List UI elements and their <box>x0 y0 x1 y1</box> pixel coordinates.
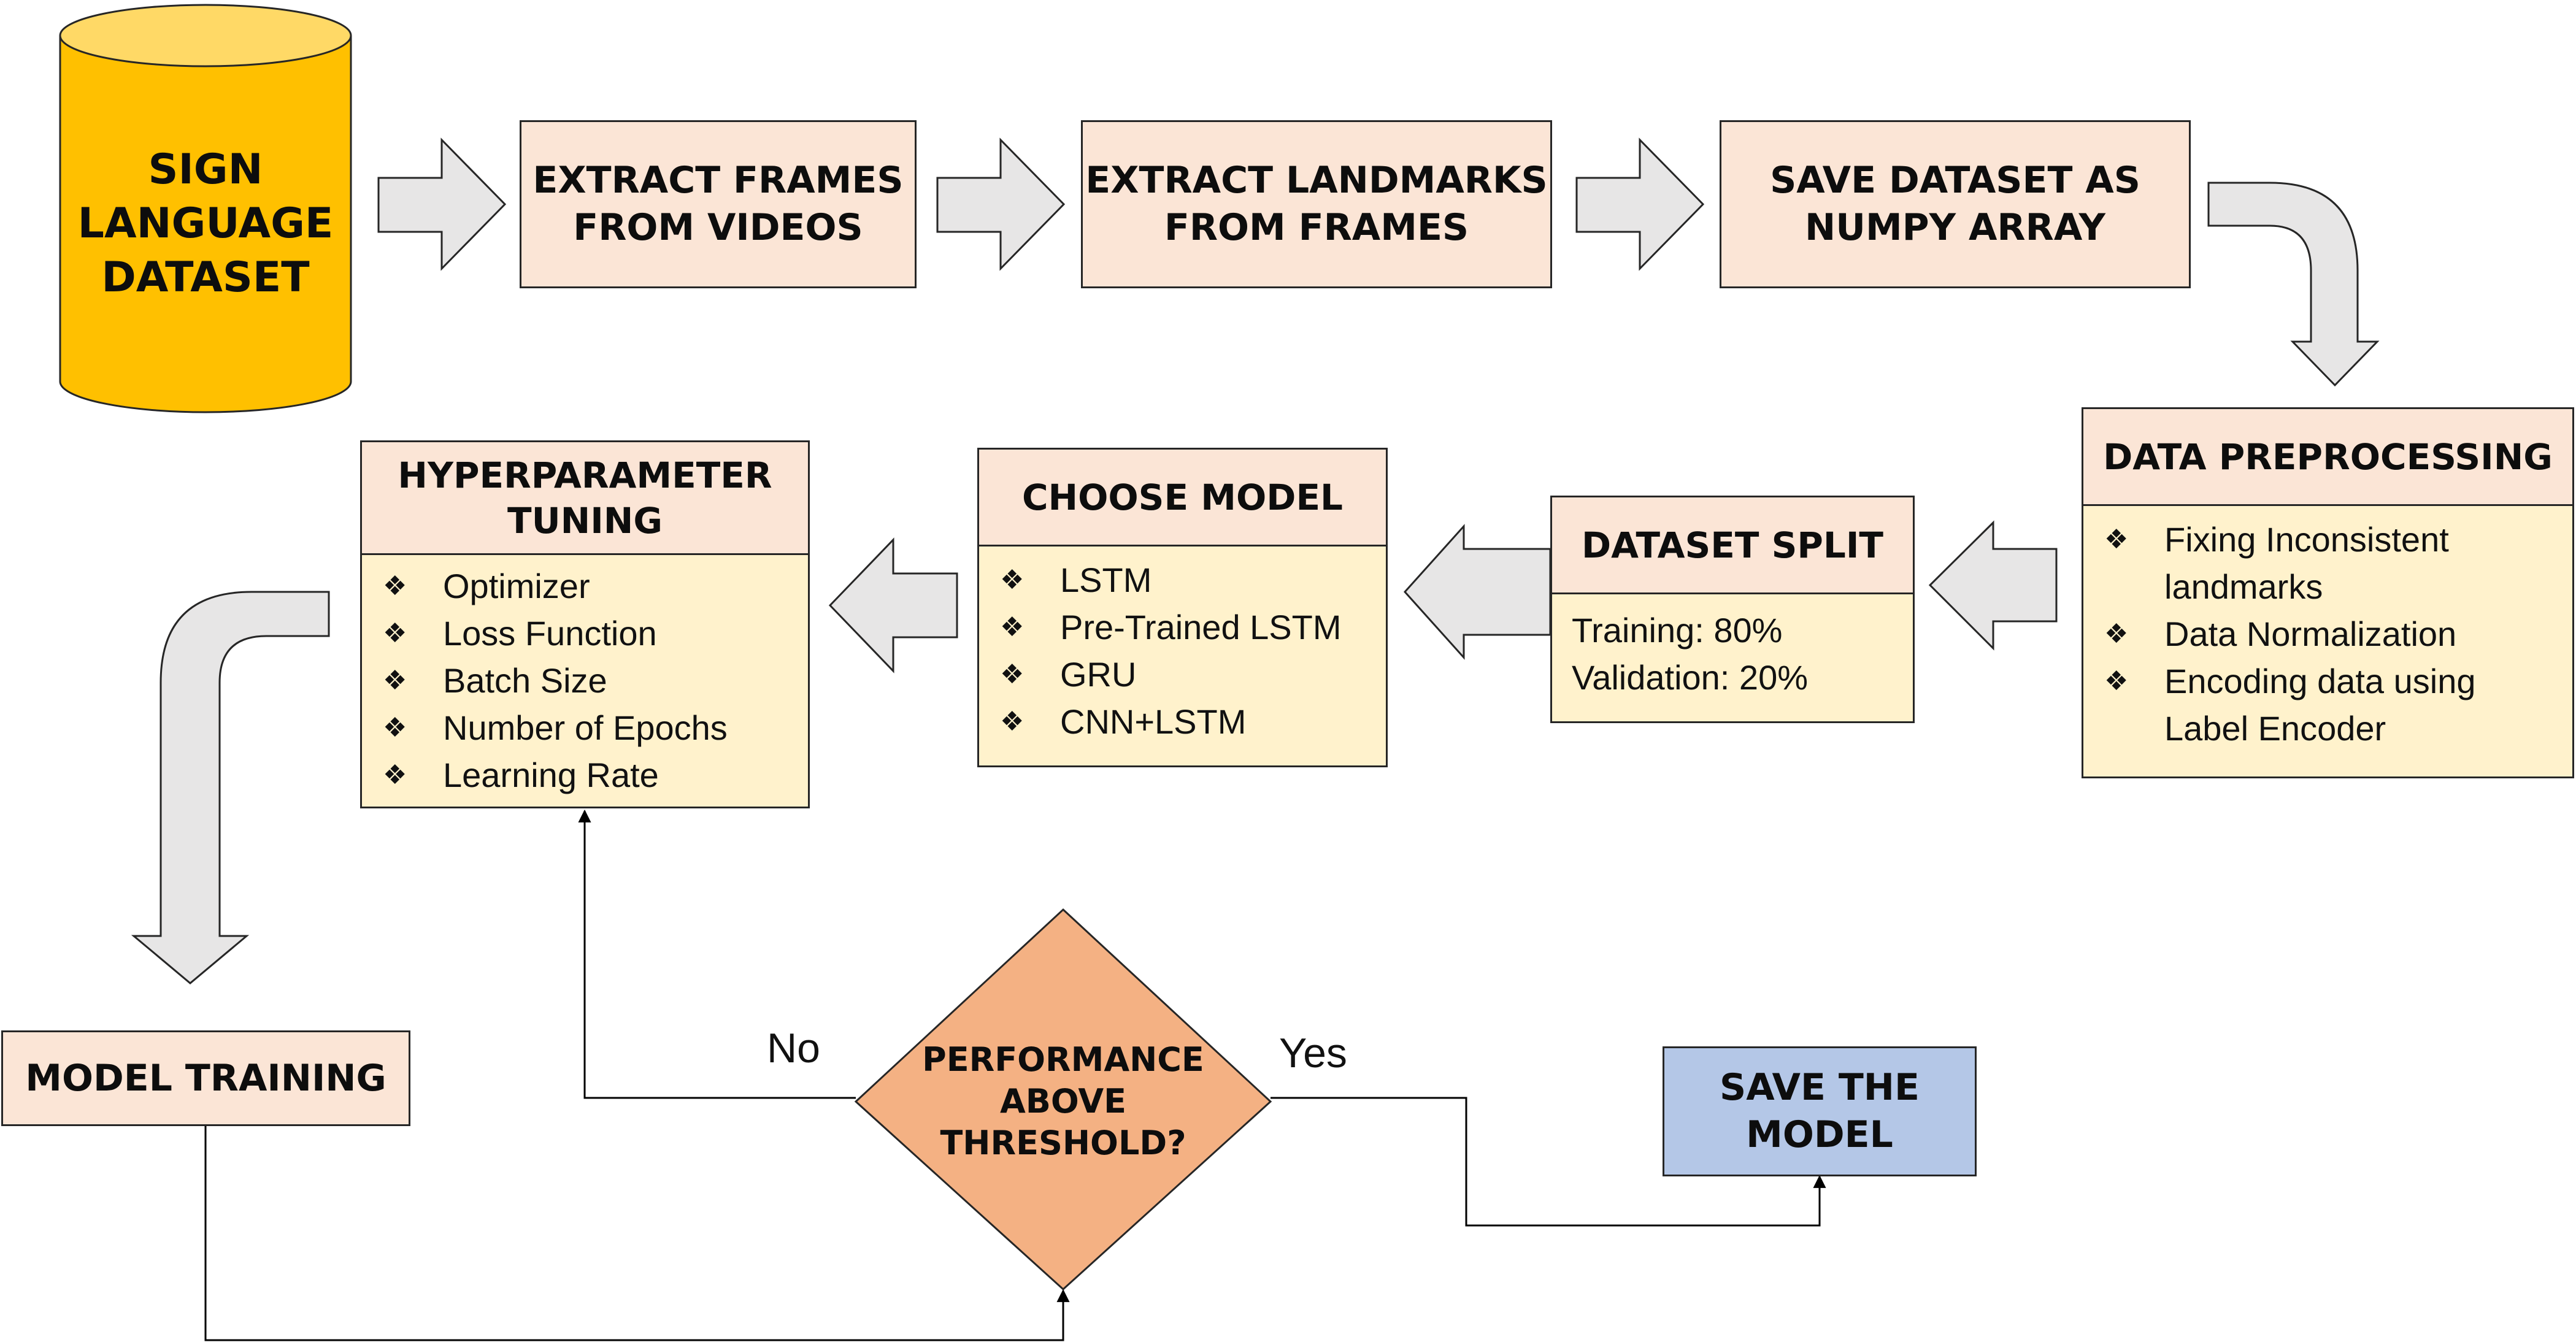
list-item: ❖ Data Normalization <box>2104 610 2572 658</box>
bent-arrow-down-right <box>2207 182 2380 387</box>
arrow-left-1 <box>1928 520 2058 651</box>
connector-training-to-decision <box>204 1126 1070 1341</box>
list-item-text: Learning Rate <box>443 756 659 794</box>
list-item-text: Label Encoder <box>2164 709 2386 748</box>
extract-frames-box: EXTRACT FRAMES FROM VIDEOS <box>520 120 917 288</box>
bullet-icon: ❖ <box>383 665 407 696</box>
decision-label: PERFORMANCE ABOVE THRESHOLD? <box>922 1040 1204 1162</box>
data-preprocessing-card: DATA PREPROCESSING ❖ Fixing Inconsistent… <box>2082 407 2574 778</box>
hyperparameter-tuning-card: HYPERPARAMETER TUNING ❖ Optimizer ❖ Loss… <box>360 440 810 808</box>
list-item: ❖ Learning Rate <box>383 751 808 799</box>
choose-model-card: CHOOSE MODEL ❖ LSTM ❖ Pre-Trained LSTM ❖… <box>977 448 1388 767</box>
dataset-split-card: DATASET SPLIT Training: 80% Validation: … <box>1550 496 1915 723</box>
bullet-icon: ❖ <box>2104 524 2129 555</box>
save-numpy-box: SAVE DATASET AS NUMPY ARRAY <box>1720 120 2191 288</box>
list-item-text: Loss Function <box>443 614 657 653</box>
list-item-text: Number of Epochs <box>443 708 728 747</box>
validation-ratio: Validation: 20% <box>1572 658 1808 697</box>
arrow-right-3 <box>1575 137 1705 271</box>
extract-frames-label: EXTRACT FRAMES FROM VIDEOS <box>533 159 904 249</box>
choose-model-list: ❖ LSTM ❖ Pre-Trained LSTM ❖ GRU ❖ CNN+LS… <box>979 546 1386 745</box>
list-item: ❖ Optimizer <box>383 562 808 610</box>
hyperparameter-tuning-title: HYPERPARAMETER TUNING <box>362 442 808 555</box>
list-item-text: LSTM <box>1060 561 1152 599</box>
model-training-box: MODEL TRAINING <box>1 1030 410 1126</box>
dataset-cylinder <box>59 4 352 413</box>
hyperparameter-list: ❖ Optimizer ❖ Loss Function ❖ Batch Size… <box>362 555 808 799</box>
list-item-text: Batch Size <box>443 661 607 700</box>
bullet-icon: ❖ <box>383 570 407 602</box>
data-preprocessing-title: DATA PREPROCESSING <box>2083 409 2572 506</box>
save-model-box: SAVE THE MODEL <box>1663 1046 1977 1176</box>
bent-arrow-down-left <box>131 591 330 984</box>
arrow-right-2 <box>936 137 1066 271</box>
arrow-left-3 <box>828 537 958 673</box>
list-item-text: landmarks <box>2164 567 2323 606</box>
bullet-icon: ❖ <box>1000 564 1025 596</box>
list-item: ❖ Batch Size <box>383 657 808 704</box>
dataset-split-title: DATASET SPLIT <box>1552 497 1913 594</box>
list-item: ❖ GRU <box>1000 651 1386 698</box>
list-item-text: Data Normalization <box>2164 615 2457 653</box>
yes-branch-label: Yes <box>1279 1030 1347 1076</box>
list-item-text: Fixing Inconsistent <box>2164 520 2449 559</box>
save-model-label: SAVE THE MODEL <box>1719 1066 1920 1156</box>
list-item: ❖ Loss Function <box>383 610 808 657</box>
connector-no-to-hyperparameter <box>578 809 856 1099</box>
list-item-text: Pre-Trained LSTM <box>1060 608 1342 646</box>
list-item: ❖ Encoding data using Label Encoder <box>2104 658 2572 752</box>
connector-yes-to-save <box>1271 1097 1826 1227</box>
data-preprocessing-list: ❖ Fixing Inconsistent landmarks ❖ Data N… <box>2083 506 2572 752</box>
bullet-icon: ❖ <box>2104 618 2129 650</box>
bullet-icon: ❖ <box>2104 665 2129 697</box>
list-item-text: GRU <box>1060 655 1137 694</box>
arrow-left-2 <box>1403 524 1551 660</box>
bullet-icon: ❖ <box>1000 659 1025 690</box>
arrow-right-1 <box>377 137 507 271</box>
list-item: ❖ Fixing Inconsistent landmarks <box>2104 516 2572 610</box>
list-item-text: Optimizer <box>443 567 590 605</box>
choose-model-title: CHOOSE MODEL <box>979 450 1386 546</box>
bullet-icon: ❖ <box>383 712 407 743</box>
bullet-icon: ❖ <box>1000 612 1025 643</box>
model-training-label: MODEL TRAINING <box>25 1056 386 1100</box>
list-item-text: Encoding data using <box>2164 662 2476 700</box>
dataset-label: SIGN LANGUAGE DATASET <box>77 145 334 302</box>
bullet-icon: ❖ <box>383 618 407 649</box>
list-item: ❖ CNN+LSTM <box>1000 698 1386 745</box>
list-item: ❖ Number of Epochs <box>383 704 808 751</box>
list-item: ❖ Pre-Trained LSTM <box>1000 604 1386 651</box>
extract-landmarks-box: EXTRACT LANDMARKS FROM FRAMES <box>1081 120 1552 288</box>
list-item-text: CNN+LSTM <box>1060 702 1247 741</box>
no-branch-label: No <box>767 1025 820 1072</box>
list-item: ❖ LSTM <box>1000 556 1386 604</box>
save-numpy-label: SAVE DATASET AS NUMPY ARRAY <box>1770 159 2140 249</box>
training-ratio: Training: 80% <box>1572 611 1783 650</box>
bullet-icon: ❖ <box>1000 706 1025 737</box>
bullet-icon: ❖ <box>383 759 407 791</box>
dataset-split-list: Training: 80% Validation: 20% <box>1552 594 1913 701</box>
extract-landmarks-label: EXTRACT LANDMARKS FROM FRAMES <box>1085 159 1548 249</box>
